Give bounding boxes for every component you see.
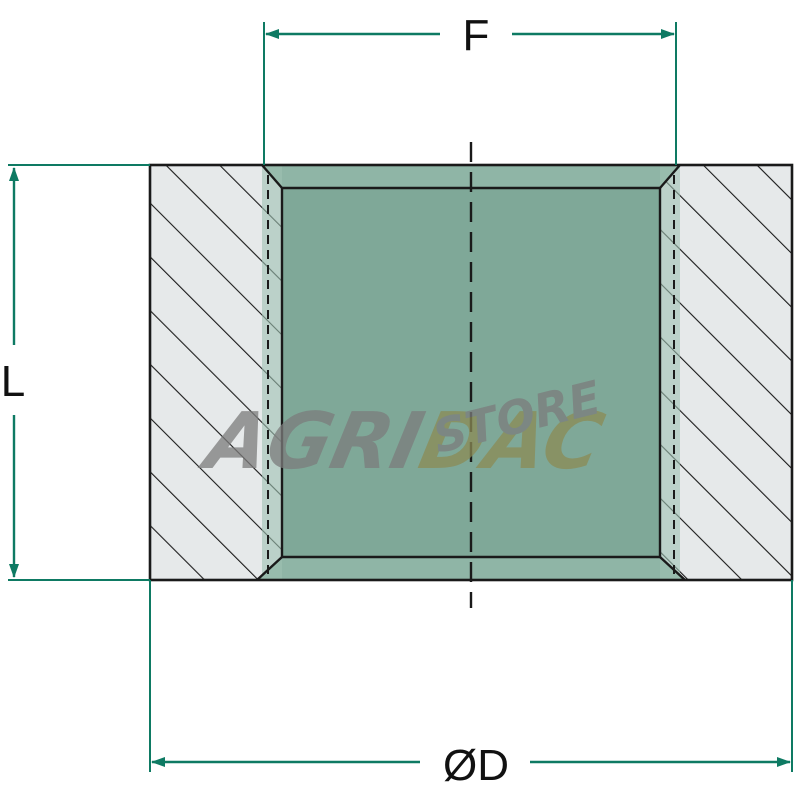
right-wall-hatch: [660, 165, 792, 580]
left-wall-hatch: [150, 165, 282, 580]
thread-left: [262, 165, 282, 580]
thread-right: [660, 165, 680, 580]
dimension-l: L: [1, 164, 150, 581]
dimension-d: ØD: [149, 580, 793, 790]
watermark-brand: AGRIDAC: [193, 396, 612, 487]
bore-outline: [256, 164, 686, 581]
dimension-d-label: ØD: [443, 741, 509, 790]
dimension-f-label: F: [463, 11, 490, 60]
dimension-f: F: [263, 11, 677, 165]
watermark-brand-part2: DAC: [412, 396, 611, 487]
watermark-brand-part1: AGRI: [193, 396, 432, 487]
dimension-l-label: L: [1, 357, 25, 406]
